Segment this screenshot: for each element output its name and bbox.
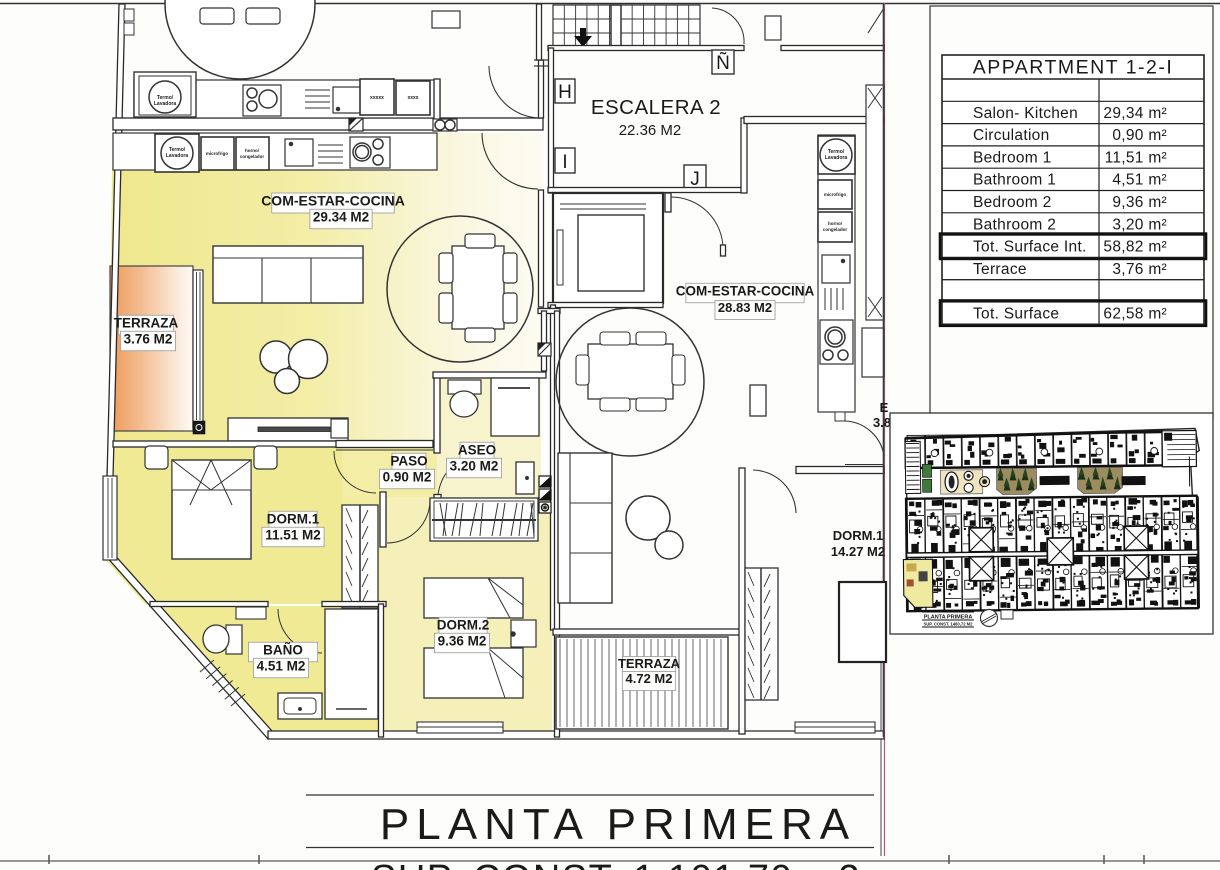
svg-text:Bedroom 1: Bedroom 1 [973,149,1052,166]
svg-text:SUP. CONST. 1460,72 M2: SUP. CONST. 1460,72 M2 [923,622,973,627]
svg-text:4.72 M2: 4.72 M2 [626,671,673,686]
svg-text:3,76 m²: 3,76 m² [1112,261,1167,278]
svg-text:PLANTA PRIMERA: PLANTA PRIMERA [924,615,973,621]
svg-text:29.34 M2: 29.34 M2 [313,209,369,224]
svg-text:Bathroom 2: Bathroom 2 [973,216,1056,233]
svg-text:APPARTMENT 1-2-I: APPARTMENT 1-2-I [973,57,1174,79]
svg-text:Terrace: Terrace [973,261,1027,278]
svg-text:Tot. Surface Int.: Tot. Surface Int. [973,239,1087,256]
svg-text:4,51 m²: 4,51 m² [1112,172,1167,189]
svg-text:Lavadora: Lavadora [825,155,847,161]
svg-text:COM-ESTAR-COCINA: COM-ESTAR-COCINA [261,192,405,208]
svg-text:0.90 M2: 0.90 M2 [383,469,432,484]
svg-text:11.51 M2: 11.51 M2 [265,527,321,542]
svg-text:horno/: horno/ [828,221,843,226]
svg-text:3.76 M2: 3.76 M2 [124,331,173,346]
svg-text:3.20 M2: 3.20 M2 [450,458,499,473]
svg-text:58,82 m²: 58,82 m² [1103,239,1167,256]
svg-text:3.8: 3.8 [873,415,891,430]
svg-text:28.83 M2: 28.83 M2 [718,300,772,315]
svg-text:ASEO: ASEO [458,442,496,457]
svg-text:xxxx: xxxx [407,95,418,101]
svg-text:Tot. Surface: Tot. Surface [973,306,1059,323]
svg-text:J: J [690,169,700,190]
svg-text:SUP. CONST. 1.101,70 m2: SUP. CONST. 1.101,70 m2 [371,858,861,870]
svg-text:PLANTA PRIMERA: PLANTA PRIMERA [380,800,856,849]
svg-text:BAÑO: BAÑO [263,642,303,657]
svg-text:Lavadora: Lavadora [154,101,176,107]
svg-text:22.36 M2: 22.36 M2 [619,122,682,139]
svg-text:9.36 M2: 9.36 M2 [438,633,487,648]
svg-text:COM-ESTAR-COCINA: COM-ESTAR-COCINA [676,283,815,298]
svg-text:TERRAZA: TERRAZA [618,656,681,671]
svg-text:DORM.1: DORM.1 [833,528,884,543]
svg-text:Termo/: Termo/ [157,95,174,101]
svg-text:Bathroom 1: Bathroom 1 [973,172,1056,189]
svg-text:Salon- Kitchen: Salon- Kitchen [973,105,1078,122]
svg-text:Termo/: Termo/ [828,149,845,155]
svg-text:I: I [562,152,567,173]
svg-text:TERRAZA: TERRAZA [114,315,179,330]
svg-text:congelador: congelador [240,154,265,159]
svg-text:PASO: PASO [390,453,427,468]
svg-text:3,20 m²: 3,20 m² [1112,216,1167,233]
svg-text:9,36 m²: 9,36 m² [1112,194,1167,211]
svg-text:Ñ: Ñ [716,52,730,74]
svg-text:DORM.1: DORM.1 [267,511,320,526]
svg-text:0,90 m²: 0,90 m² [1112,127,1167,144]
svg-text:29,34 m²: 29,34 m² [1103,105,1167,122]
svg-text:Circulation: Circulation [973,127,1050,144]
svg-text:Bedroom 2: Bedroom 2 [973,194,1052,211]
svg-text:microfrigo: microfrigo [824,192,847,197]
svg-text:horno/: horno/ [245,148,260,153]
svg-text:Lavadora: Lavadora [166,153,188,159]
svg-text:14.27 M2: 14.27 M2 [831,544,885,559]
svg-text:ESCALERA 2: ESCALERA 2 [591,96,721,119]
svg-text:xxxxx: xxxxx [370,95,384,101]
svg-text:11,51 m²: 11,51 m² [1105,149,1167,166]
svg-text:4.51 M2: 4.51 M2 [257,658,306,673]
svg-text:E: E [880,400,889,415]
svg-text:H: H [558,82,572,103]
svg-text:DORM.2: DORM.2 [437,617,490,632]
svg-text:62,58 m²: 62,58 m² [1103,306,1167,323]
svg-text:microfrigo: microfrigo [206,151,229,156]
svg-text:Termo/: Termo/ [169,147,186,153]
svg-text:congelador: congelador [823,227,848,232]
